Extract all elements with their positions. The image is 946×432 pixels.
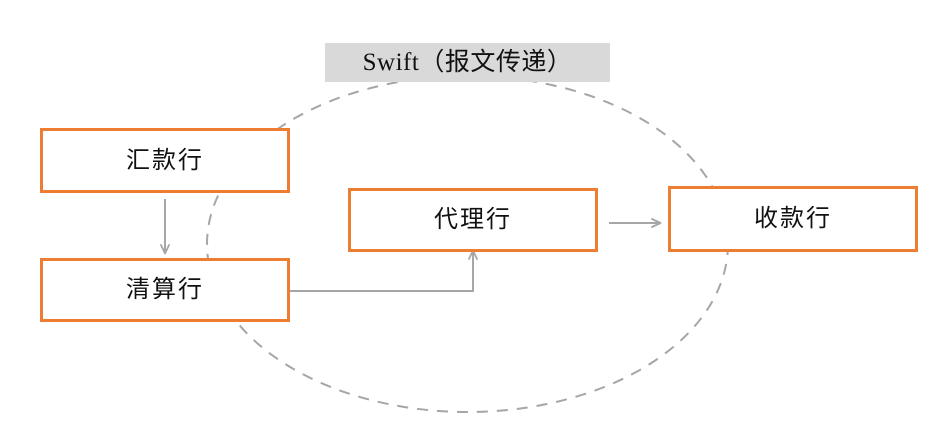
swift-boundary-label-text: Swift（报文传递）	[362, 49, 573, 76]
node-remitting-bank[interactable]: 汇款行	[40, 128, 290, 193]
connector-clearing-to-agent	[290, 249, 478, 292]
node-agent-bank-label: 代理行	[434, 207, 512, 233]
node-clearing-bank-label: 清算行	[126, 277, 204, 303]
node-clearing-bank[interactable]: 清算行	[40, 258, 290, 322]
swift-boundary-label: Swift（报文传递）	[325, 43, 610, 82]
node-receiving-bank-label: 收款行	[754, 206, 832, 232]
node-remitting-bank-label: 汇款行	[126, 147, 204, 174]
node-agent-bank[interactable]: 代理行	[348, 188, 598, 252]
node-receiving-bank[interactable]: 收款行	[668, 186, 918, 252]
